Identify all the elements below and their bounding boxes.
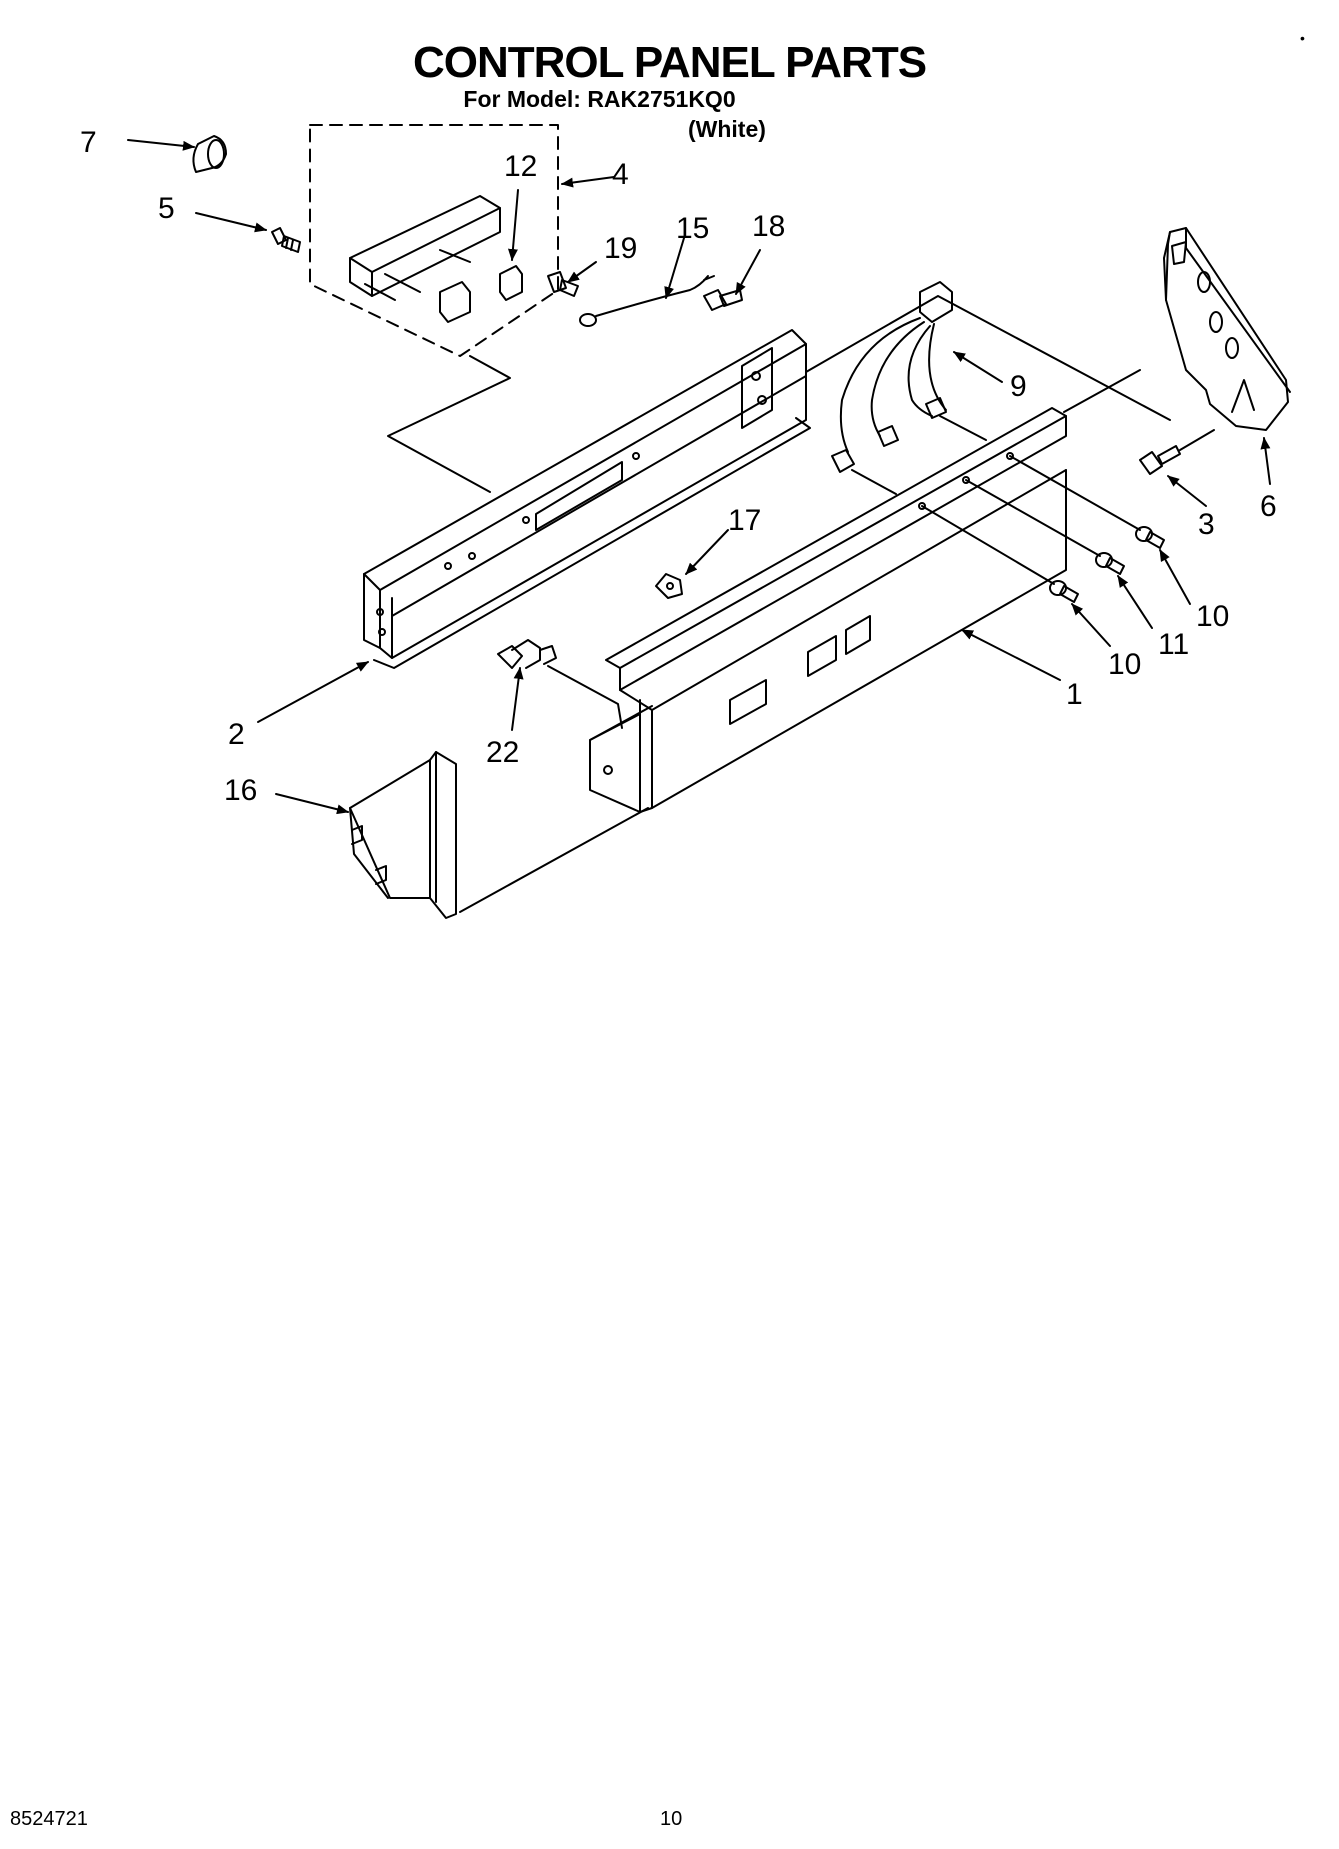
leader-19 [567,261,597,283]
leader-10a [1159,549,1191,605]
leader-11 [1117,575,1153,629]
callout-15: 15 [676,212,709,245]
part-1-control-panel [589,407,1067,813]
part-15-ground-wire [579,275,715,327]
leader-17 [685,529,729,575]
page-title: CONTROL PANEL PARTS [412,38,927,87]
document-number: 8524721 [10,1808,88,1830]
part-9-wire-harness [831,281,987,495]
callout-10-lower: 10 [1108,648,1141,681]
callout-19: 19 [604,232,637,265]
callout-5: 5 [158,192,175,225]
part-4-control-assembly [309,124,559,357]
part-5-screw [271,227,301,253]
harness-line [387,355,511,493]
callout-11: 11 [1158,628,1189,661]
corner-mark: • [1300,30,1305,46]
callout-9: 9 [1010,370,1027,403]
part-22-connector [497,639,557,669]
part-16-end-cap [349,751,457,919]
part-7-knob [192,135,227,173]
callout-3: 3 [1198,508,1215,541]
callout-1: 1 [1066,678,1083,711]
part-10-screw-lower [1049,580,1079,603]
screw-3-line [1179,429,1215,451]
harness-boundary [805,295,1171,421]
connector-wire [547,665,623,729]
model-subtitle: For Model: RAK2751KQ0 [0,86,1339,113]
screw-line-c [921,505,1055,585]
callout-18: 18 [752,210,785,243]
callout-6: 6 [1260,490,1277,523]
leader-16 [275,793,349,815]
leader-22 [511,667,524,731]
color-note: (White) [688,116,766,142]
leader-15 [664,237,685,299]
page-number: 10 [660,1808,683,1830]
leader-9 [953,351,1003,383]
leader-5 [195,212,267,233]
screw-line-b [965,479,1101,557]
part-10-screw-upper [1135,526,1165,549]
end-cap-boundary [459,807,649,913]
callout-12: 12 [504,150,537,183]
leader-6 [1260,437,1271,485]
leader-2 [257,661,369,723]
leader-12 [507,189,519,261]
leader-1 [961,629,1061,681]
callout-4: 4 [612,158,629,191]
callout-17: 17 [728,504,761,537]
leader-3 [1167,475,1207,507]
callout-22: 22 [486,736,519,769]
callout-2: 2 [228,718,245,751]
screw-line-a [1009,455,1141,531]
part-11-screw [1095,552,1125,575]
harness-boundary-2 [1063,369,1141,413]
model-label: For Model: RAK2751KQ0 [463,86,736,112]
leader-10b [1071,603,1111,647]
callout-16: 16 [224,774,257,807]
leader-7 [127,139,195,151]
part-6-end-cap [1163,227,1291,431]
part-17-clip [655,573,683,599]
part-3-screw [1139,445,1181,475]
part-18-screw [703,289,743,311]
leader-4 [561,176,615,188]
part-19-screw [547,271,579,297]
callout-7: 7 [80,126,97,159]
part-2-rail-bracket [363,329,811,669]
leader-18 [735,249,761,295]
callout-10-upper: 10 [1196,600,1229,633]
